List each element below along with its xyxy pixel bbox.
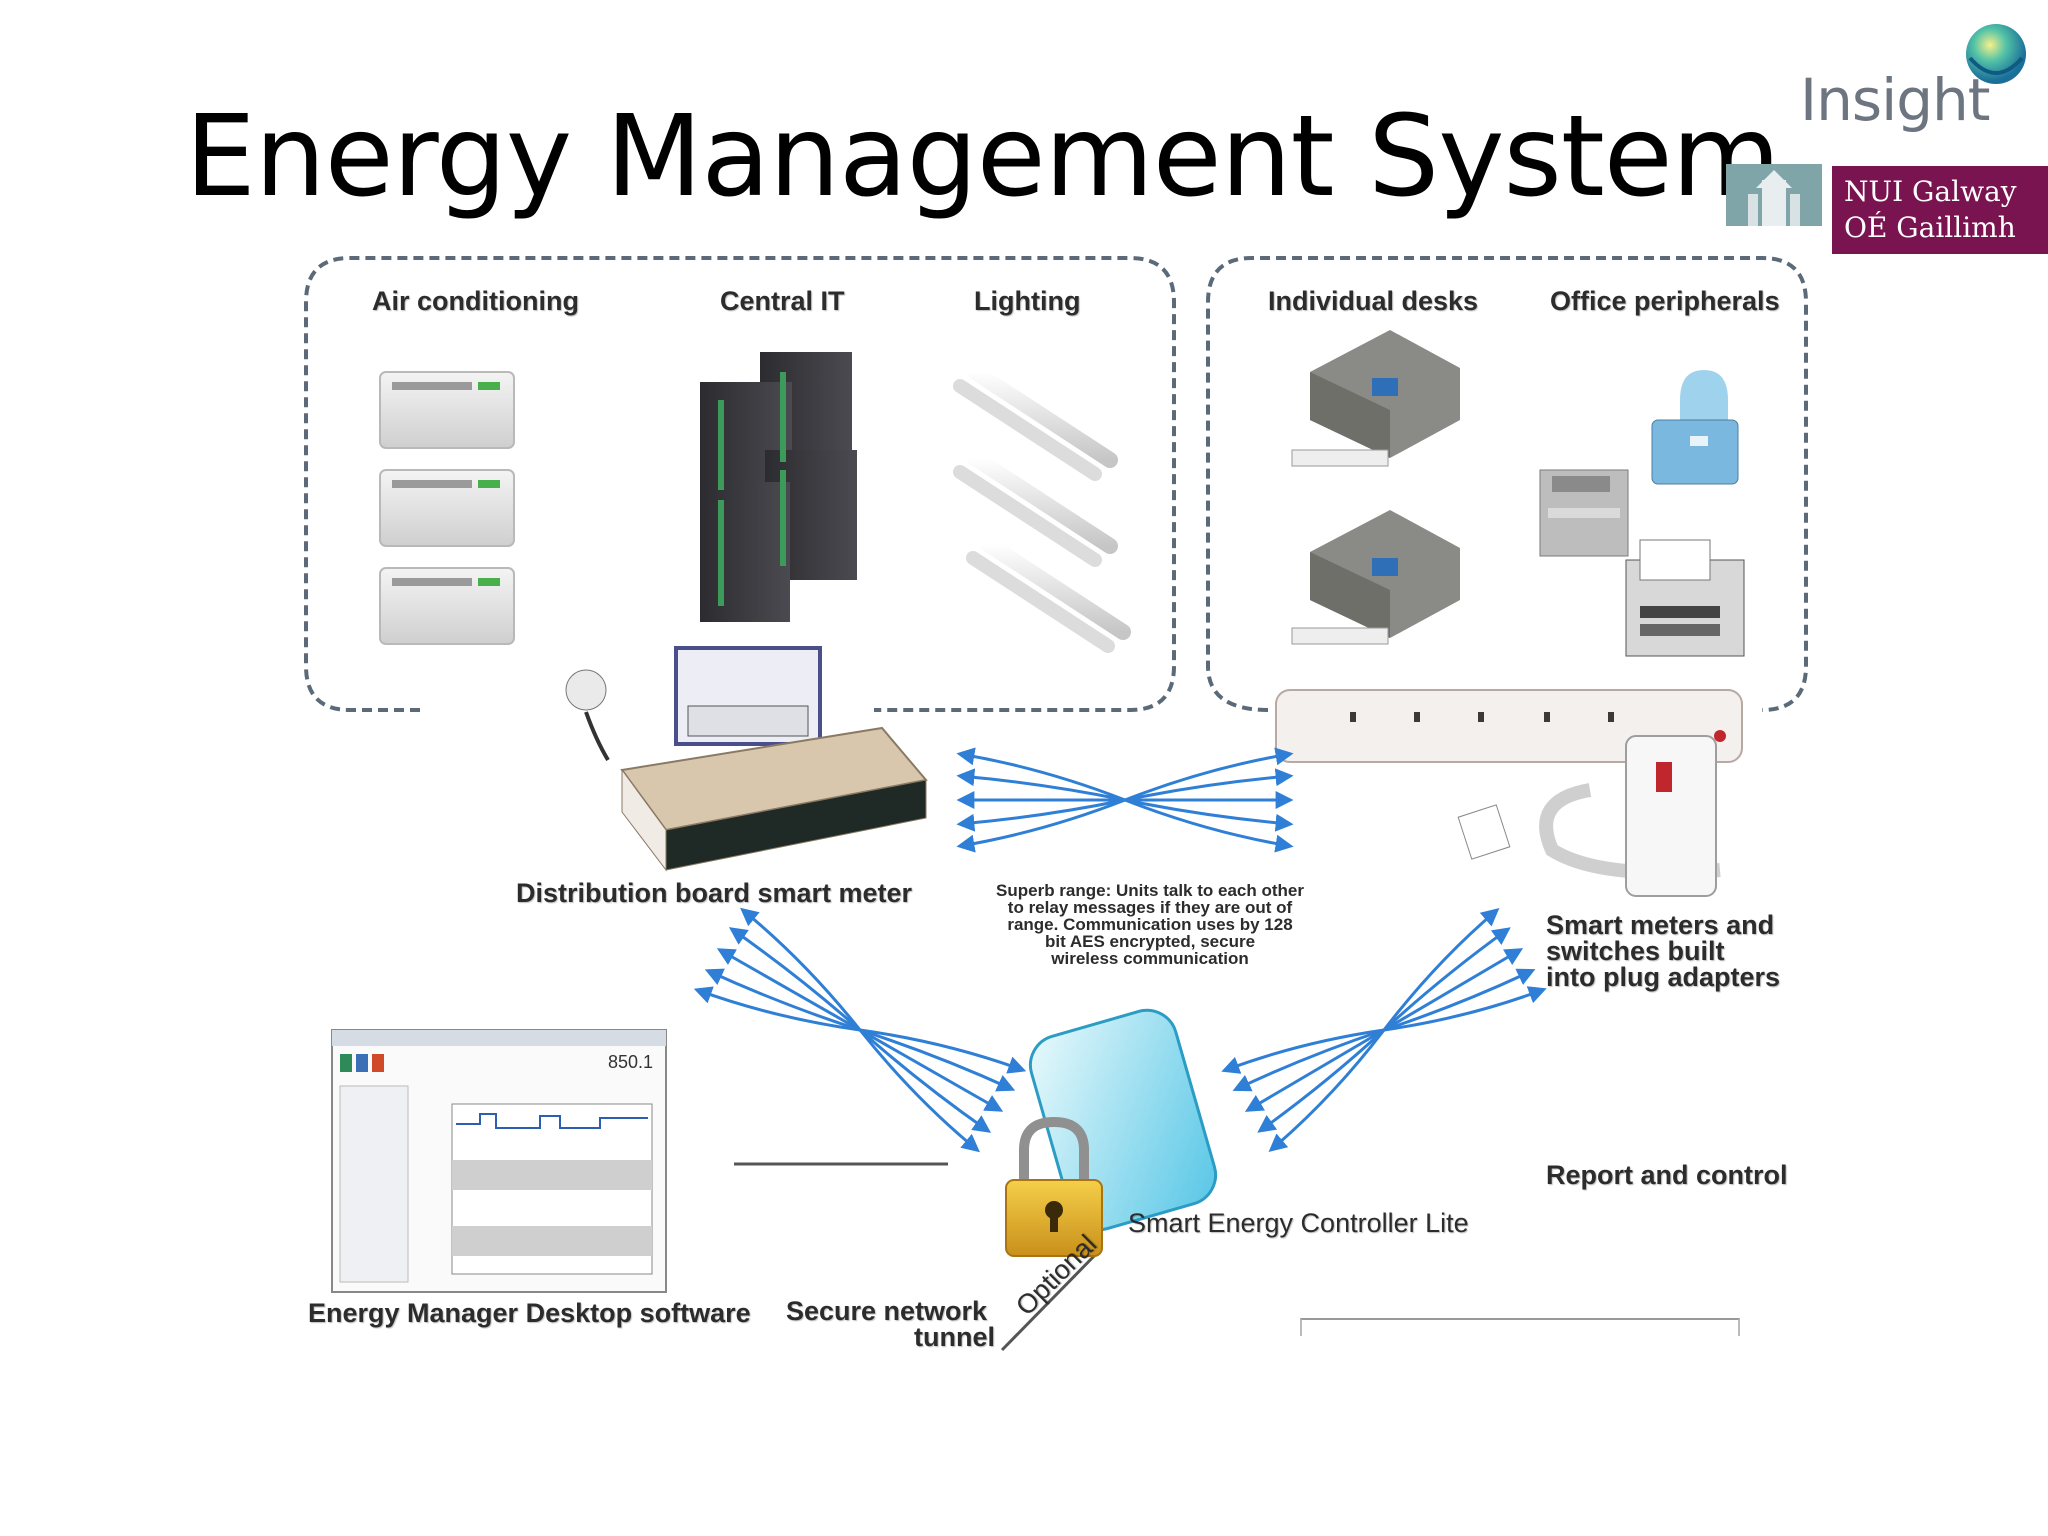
air-conditioner-icon <box>379 371 515 645</box>
printer-icon <box>1625 539 1745 657</box>
wireless-arrow <box>1257 1028 1386 1133</box>
lighting-tubes-icon <box>953 364 1131 653</box>
insight-logo-text: Insight <box>1800 66 1991 134</box>
desktop-software-screenshot-icon <box>331 1029 667 1293</box>
wireless-arrow <box>859 1028 1016 1092</box>
wireless-arrow <box>693 986 861 1032</box>
label-report-and-control: Report and control <box>1546 1160 1788 1190</box>
label-smart-meters-line-3: into plug adapters <box>1546 962 1781 992</box>
water-cooler-icon <box>1651 370 1739 485</box>
distribution-board-icon <box>565 646 928 872</box>
wireless-arrow <box>1124 747 1294 802</box>
wireless-arrow <box>956 798 1126 853</box>
wireless-arrow <box>1383 948 1524 1032</box>
insight-logo-icon <box>1966 24 2026 84</box>
range-note-line-3: range. Communication uses by 128 <box>1007 915 1293 934</box>
arrows-adapter-to-controller <box>1221 908 1547 1152</box>
wireless-arrow <box>716 948 861 1032</box>
wireless-arrow <box>1221 1028 1385 1074</box>
label-tunnel: tunnel <box>914 1322 995 1352</box>
nui-galway-logo: NUI Galway OÉ Gaillimh <box>1832 166 2048 254</box>
wireless-arrow <box>956 798 1126 832</box>
software-reading-value: 850.1 <box>608 1052 654 1072</box>
optional-slash-line <box>1000 1248 1102 1352</box>
wireless-arrow <box>1124 798 1294 832</box>
range-note-line-5: wireless communication <box>1051 949 1249 968</box>
wireless-arrow <box>1244 1028 1385 1112</box>
arrows-meter-to-controller <box>693 907 1027 1153</box>
wireless-arrow <box>859 1028 992 1133</box>
range-note-line-4: bit AES encrypted, secure <box>1044 932 1256 951</box>
wireless-arrow <box>704 968 861 1032</box>
wireless-arrow <box>1383 968 1536 1032</box>
nui-logo-line1: NUI Galway <box>1844 175 2017 208</box>
label-smart-meters-line-1: Smart meters and <box>1546 910 1775 940</box>
wireless-arrow <box>859 1028 1004 1112</box>
arrows-meter-to-strip <box>956 747 1294 853</box>
report-document-edge <box>1300 1318 1740 1336</box>
label-individual-desks: Individual desks <box>1268 286 1479 316</box>
nui-galway-crest-icon <box>1726 164 1822 226</box>
label-office-peripherals: Office peripherals <box>1550 286 1780 316</box>
wireless-arrow <box>858 1029 980 1153</box>
slide-title: Energy Management System <box>185 92 1781 222</box>
desk-cubicle-icon <box>1291 330 1460 645</box>
wireless-arrow <box>1124 768 1294 802</box>
copier-icon <box>1539 469 1629 557</box>
nui-logo-line2: OÉ Gaillimh <box>1844 211 2016 244</box>
wireless-arrow <box>1124 798 1294 853</box>
wireless-arrow <box>1382 927 1511 1032</box>
smart-energy-controller-icon <box>1028 1008 1218 1232</box>
label-desktop-software: Energy Manager Desktop software <box>308 1298 751 1328</box>
left-group-border <box>304 256 1176 712</box>
wireless-arrow <box>740 907 862 1031</box>
plug-adapter-icon <box>1457 735 1721 897</box>
server-rack-icon <box>700 352 857 622</box>
wireless-arrow <box>1382 908 1500 1031</box>
label-air-conditioning: Air conditioning <box>372 286 579 316</box>
wireless-arrow <box>1268 1029 1386 1152</box>
wireless-arrow <box>1383 986 1547 1032</box>
label-smart-meters-line-2: switches built <box>1546 936 1725 966</box>
wireless-arrow <box>1232 1028 1385 1092</box>
label-lighting: Lighting <box>974 286 1081 316</box>
wireless-arrow <box>956 747 1126 802</box>
wireless-range-note: Superb range: Units talk to each other t… <box>970 882 1330 967</box>
padlock-icon <box>1005 1116 1103 1257</box>
right-group-border <box>1206 256 1808 712</box>
range-note-line-1: Superb range: Units talk to each other <box>996 881 1304 900</box>
wireless-arrow <box>728 927 861 1032</box>
range-note-line-2: to relay messages if they are out of <box>1007 898 1293 917</box>
wireless-arrow <box>956 768 1126 802</box>
label-distribution-board: Distribution board smart meter <box>516 878 913 908</box>
label-smart-energy-controller: Smart Energy Controller Lite <box>1128 1208 1469 1238</box>
wireless-arrow <box>859 1028 1027 1074</box>
label-secure-network: Secure network <box>786 1296 988 1326</box>
label-central-it: Central IT <box>720 286 845 316</box>
